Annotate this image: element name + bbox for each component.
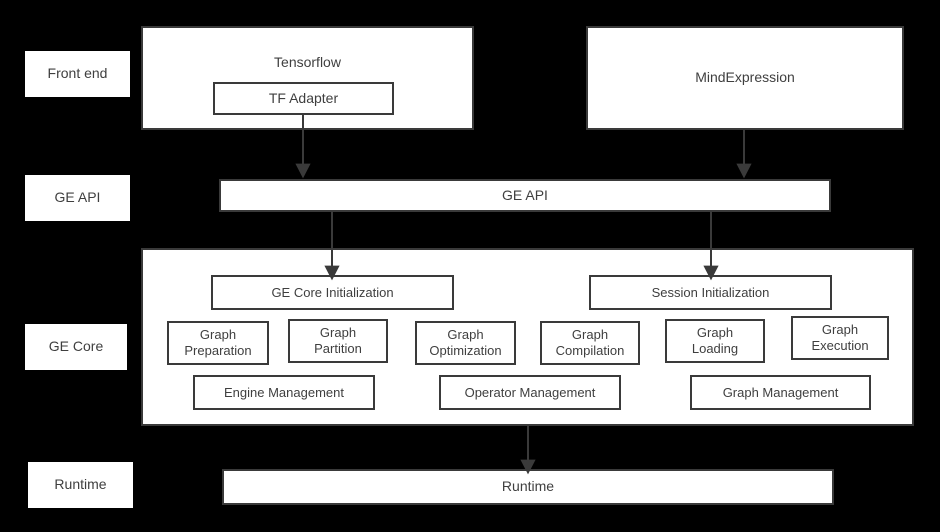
operator-management-box[interactable]: Operator Management	[439, 375, 621, 410]
graph-optimization-box[interactable]: Graph Optimization	[415, 321, 516, 365]
ge-api-bar[interactable]: GE API	[219, 179, 831, 212]
runtime-bar[interactable]: Runtime	[222, 469, 834, 505]
rail-label-front-end: Front end	[25, 51, 130, 97]
graph-management-box[interactable]: Graph Management	[690, 375, 871, 410]
session-initialization-box[interactable]: Session Initialization	[589, 275, 832, 310]
ge-core-initialization-box[interactable]: GE Core Initialization	[211, 275, 454, 310]
tf-adapter-box[interactable]: TF Adapter	[213, 82, 394, 115]
mindexpression-label: MindExpression	[695, 69, 795, 86]
rail-label-runtime: Runtime	[28, 462, 133, 508]
mindexpression-frame[interactable]: MindExpression	[586, 26, 904, 130]
graph-preparation-box[interactable]: Graph Preparation	[167, 321, 269, 365]
graph-partition-box[interactable]: Graph Partition	[288, 319, 388, 363]
rail-label-ge-core: GE Core	[25, 324, 127, 370]
graph-execution-box[interactable]: Graph Execution	[791, 316, 889, 360]
engine-management-box[interactable]: Engine Management	[193, 375, 375, 410]
rail-label-ge-api: GE API	[25, 175, 130, 221]
tensorflow-label: Tensorflow	[274, 54, 341, 70]
graph-compilation-box[interactable]: Graph Compilation	[540, 321, 640, 365]
graph-loading-box[interactable]: Graph Loading	[665, 319, 765, 363]
